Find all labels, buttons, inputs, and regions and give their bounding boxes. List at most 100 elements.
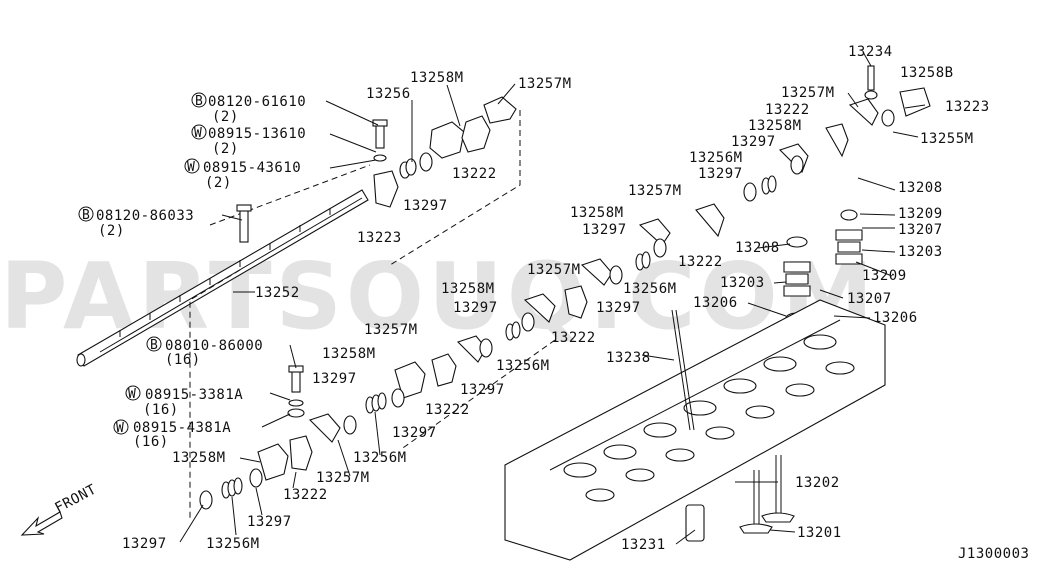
part-label: 13297 (731, 134, 776, 150)
callout-b-08010-86000: B 08010-86000 (16) (146, 336, 263, 368)
part-label: 13222 (551, 330, 596, 346)
spring-icon (221, 175, 777, 499)
front-arrow-icon (20, 511, 63, 536)
part-label: 13257M (527, 262, 581, 278)
spring-icon (399, 152, 433, 179)
part-label: 13257M (518, 76, 572, 92)
front-label: FRONT (52, 481, 99, 516)
valve-icon (671, 309, 795, 542)
callout-qty: (16) (133, 434, 169, 450)
callout-prefix: W (194, 126, 202, 141)
part-label: 13297 (392, 425, 437, 441)
callout-number: 08010-86000 (165, 338, 263, 354)
part-label: 13258M (322, 346, 376, 362)
part-label: 13222 (452, 166, 497, 182)
part-labels: 13258M 13257M 13256 13222 13297 13223 13… (122, 44, 1029, 562)
part-label: 13297 (247, 514, 292, 530)
part-label: 13297 (460, 382, 505, 398)
part-label: 13297 (122, 536, 167, 552)
part-label: 13208 (898, 180, 943, 196)
part-label: 13258M (172, 450, 226, 466)
part-label: 13297 (582, 222, 627, 238)
washer-icon (199, 109, 895, 510)
part-label: 13223 (945, 99, 990, 115)
callout-number: 08120-61610 (208, 94, 306, 110)
part-label: 13206 (873, 310, 918, 326)
callout-number: 08120-86033 (96, 208, 194, 224)
part-label: 13201 (797, 525, 842, 541)
part-label: 13256M (689, 150, 743, 166)
part-label: 13255M (920, 131, 974, 147)
part-label: 13257M (316, 470, 370, 486)
part-label: 13209 (862, 268, 907, 284)
part-label: 13297 (312, 371, 357, 387)
part-label: 13252 (255, 285, 300, 301)
callout-prefix: W (116, 421, 124, 436)
part-label: 13258B (900, 65, 954, 81)
part-label: 13222 (765, 102, 810, 118)
part-label: 13208 (735, 240, 780, 256)
callout-prefix: B (195, 94, 203, 109)
rocker-arm-icon (257, 87, 931, 481)
part-label: 13297 (453, 300, 498, 316)
part-label: 13258M (748, 118, 802, 134)
part-label: 13256M (353, 450, 407, 466)
cylinder-head (504, 299, 886, 561)
callout-w-08915-4381a: W 08915-4381A (16) (113, 419, 231, 450)
part-label: 13234 (848, 44, 893, 60)
bolt-icon (236, 204, 252, 243)
part-label: 13256M (206, 536, 260, 552)
callout-qty: (16) (165, 352, 201, 368)
rocker-arm-icon (373, 96, 517, 208)
part-label: 13297 (403, 198, 448, 214)
part-label: 13207 (847, 291, 892, 307)
callout-number: 08915-3381A (145, 387, 243, 403)
part-label: 13256M (623, 281, 677, 297)
part-label: 13258M (410, 70, 464, 86)
part-label: 13222 (283, 487, 328, 503)
part-label: 13222 (678, 254, 723, 270)
callout-w-08915-3381a: W 08915-3381A (16) (125, 385, 243, 418)
callout-w-08915-43610: W 08915-43610 (2) (184, 158, 301, 191)
part-label: 13256 (366, 86, 411, 102)
callout-prefix: B (150, 338, 158, 353)
diagram-code: J1300003 (958, 546, 1029, 562)
part-label: 13257M (628, 183, 682, 199)
part-label: 13222 (425, 402, 470, 418)
callout-qty: (16) (143, 402, 179, 418)
part-label: 13206 (693, 295, 738, 311)
part-label: 13256M (496, 358, 550, 374)
callout-number: 08915-4381A (133, 420, 231, 436)
callout-number: 08915-43610 (203, 160, 301, 176)
part-label: 13231 (621, 537, 666, 553)
part-label: 13203 (898, 244, 943, 260)
callout-w-08915-13610: W 08915-13610 (2) (191, 124, 306, 157)
callout-qty: (2) (98, 223, 125, 239)
watermark: PARTSOUQ.COM (0, 243, 877, 350)
part-label: 13203 (720, 275, 765, 291)
callout-qty: (2) (212, 109, 239, 125)
part-label: 13209 (898, 206, 943, 222)
part-label: 13258M (441, 281, 495, 297)
part-label: 13257M (781, 85, 835, 101)
part-label: 13258M (570, 205, 624, 221)
callout-b-08120-61610: B 08120-61610 (2) (191, 92, 306, 125)
bolt-icon (372, 119, 388, 162)
callout-qty: (2) (212, 141, 239, 157)
callout-prefix: W (187, 160, 195, 175)
part-label: 13297 (698, 166, 743, 182)
callout-prefix: W (128, 387, 136, 402)
bolt-icon (287, 365, 305, 418)
part-label: 13238 (606, 350, 651, 366)
part-label: 13257M (364, 322, 418, 338)
callout-number: 08915-13610 (208, 126, 306, 142)
part-label: 13223 (357, 230, 402, 246)
part-label: 13202 (795, 475, 840, 491)
part-label: 13207 (898, 222, 943, 238)
part-label: 13297 (596, 300, 641, 316)
callout-qty: (2) (205, 175, 232, 191)
callout-prefix: B (82, 208, 90, 223)
callout-b-08120-86033: B 08120-86033 (2) (78, 206, 194, 239)
